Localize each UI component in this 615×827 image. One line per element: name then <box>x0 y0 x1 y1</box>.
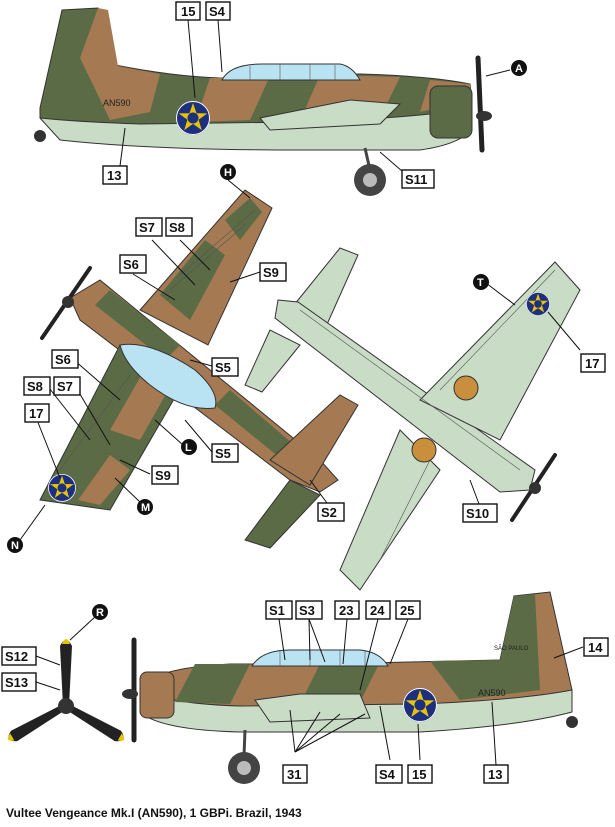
label-13-top: 13 <box>102 165 128 185</box>
label-24: 24 <box>365 600 391 620</box>
label-13-bottom: 13 <box>483 764 509 784</box>
svg-text:A: A <box>515 63 523 75</box>
diagram-caption: Vultee Vengeance Mk.I (AN590), 1 GBPi. B… <box>6 806 302 820</box>
serial-number-bottom: AN590 <box>478 688 506 698</box>
label-s8-top: S8 <box>165 217 193 237</box>
label-s4-top: S4 <box>205 1 231 21</box>
svg-text:24: 24 <box>370 603 385 618</box>
svg-text:S11: S11 <box>405 172 427 187</box>
svg-text:14: 14 <box>588 640 603 655</box>
label-23: 23 <box>334 600 360 620</box>
plan-view-bottom: T 17 S10 <box>244 247 606 591</box>
callout-a: A <box>511 60 527 76</box>
svg-text:S4: S4 <box>209 4 226 19</box>
label-s5-lower: S5 <box>211 443 239 463</box>
propeller-detail: R S12 S13 <box>1 604 125 742</box>
label-s10: S10 <box>462 503 498 523</box>
roundel-side-top <box>175 100 211 136</box>
svg-text:L: L <box>185 442 192 454</box>
label-31: 31 <box>282 764 308 784</box>
svg-text:N: N <box>11 540 19 552</box>
svg-text:S8: S8 <box>27 379 43 394</box>
label-s5-top: S5 <box>211 357 239 377</box>
label-15-top: 15 <box>175 1 201 21</box>
side-view-bottom: AN590 SÃO PAULO S1 S3 23 24 25 14 <box>122 591 609 784</box>
callout-r: R <box>92 604 108 620</box>
callout-l: L <box>181 439 197 455</box>
svg-text:T: T <box>477 277 484 289</box>
svg-text:M: M <box>141 502 150 514</box>
svg-text:S6: S6 <box>55 352 71 367</box>
callout-h: H <box>220 164 236 180</box>
label-s3: S3 <box>295 600 323 620</box>
roundel-plan-top <box>47 473 77 503</box>
label-s9-top: S9 <box>259 262 287 282</box>
label-s4-bottom: S4 <box>375 764 403 784</box>
callout-m: M <box>137 499 153 515</box>
label-14: 14 <box>583 637 609 657</box>
label-s11: S11 <box>401 169 435 189</box>
svg-text:15: 15 <box>412 767 426 782</box>
label-s2: S2 <box>317 502 345 522</box>
plan-view-top: H S7 S8 S6 S9 S5 S6 S8 S7 17 L S5 S9 M N… <box>7 164 359 553</box>
label-s12: S12 <box>1 646 37 666</box>
label-s9-lower: S9 <box>151 465 179 485</box>
label-s1: S1 <box>265 600 293 620</box>
label-25: 25 <box>395 600 421 620</box>
svg-text:S5: S5 <box>215 446 231 461</box>
roundel-side-bottom <box>402 687 438 723</box>
svg-text:S8: S8 <box>169 220 185 235</box>
svg-text:17: 17 <box>585 356 599 371</box>
svg-text:R: R <box>96 607 104 619</box>
label-17-top: 17 <box>24 403 50 423</box>
svg-text:13: 13 <box>107 168 121 183</box>
svg-text:23: 23 <box>339 603 353 618</box>
svg-text:17: 17 <box>29 406 43 421</box>
svg-text:31: 31 <box>287 767 301 782</box>
label-s7-top: S7 <box>135 217 163 237</box>
svg-text:S10: S10 <box>466 506 489 521</box>
svg-text:S7: S7 <box>57 379 73 394</box>
svg-text:S5: S5 <box>215 360 231 375</box>
nose-inscription: SÃO PAULO <box>494 645 529 652</box>
svg-text:S2: S2 <box>321 505 337 520</box>
callout-n: N <box>7 537 23 553</box>
label-15-bottom: 15 <box>407 764 433 784</box>
svg-text:S1: S1 <box>269 603 285 618</box>
svg-text:S7: S7 <box>139 220 155 235</box>
svg-text:S13: S13 <box>5 675 28 690</box>
label-s6-top: S6 <box>119 254 147 274</box>
svg-text:13: 13 <box>488 767 502 782</box>
callout-t: T <box>473 274 489 290</box>
svg-text:H: H <box>224 167 232 179</box>
label-s13: S13 <box>1 672 37 692</box>
svg-text:S6: S6 <box>123 257 139 272</box>
svg-text:15: 15 <box>181 4 195 19</box>
label-s8-lower: S8 <box>23 376 51 396</box>
svg-text:S12: S12 <box>5 649 28 664</box>
side-view-top: AN590 15 S4 13 S11 A <box>34 1 527 196</box>
serial-number-top: AN590 <box>103 98 131 108</box>
svg-text:S4: S4 <box>379 767 396 782</box>
svg-text:25: 25 <box>400 603 414 618</box>
label-s6-lower: S6 <box>51 349 79 369</box>
label-17-bottom: 17 <box>580 353 606 373</box>
svg-text:S9: S9 <box>155 468 171 483</box>
label-s7-lower: S7 <box>53 376 81 396</box>
svg-text:S3: S3 <box>299 603 315 618</box>
roundel-plan-bottom <box>525 291 551 317</box>
svg-text:S9: S9 <box>263 265 279 280</box>
